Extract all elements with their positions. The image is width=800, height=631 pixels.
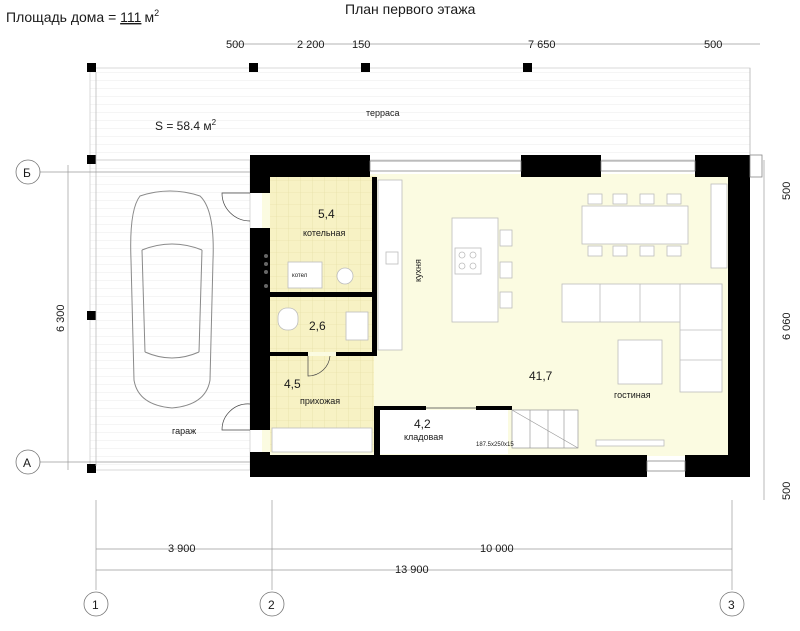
storage-area: 4,2 bbox=[414, 417, 431, 431]
dim-top-2: 2 200 bbox=[297, 39, 325, 51]
garage-deck bbox=[89, 159, 251, 471]
pillar bbox=[249, 63, 258, 72]
axis-markers bbox=[15, 159, 745, 617]
stairs-note: 187.5x250x15 bbox=[476, 442, 514, 448]
hall-area: 4,5 bbox=[284, 377, 301, 391]
dim-bottom-2: 10 000 bbox=[480, 543, 514, 555]
storage-label: кладовая bbox=[404, 432, 443, 442]
garage-label: гараж bbox=[172, 426, 196, 436]
doors bbox=[221, 192, 476, 431]
windows bbox=[369, 154, 763, 472]
heating-dots bbox=[264, 254, 268, 288]
dim-right-3: 500 bbox=[781, 482, 793, 500]
wc-area: 2,6 bbox=[309, 319, 326, 333]
axis-1: 1 bbox=[92, 598, 99, 612]
dim-top-5: 500 bbox=[704, 39, 722, 51]
dim-bottom-1: 3 900 bbox=[168, 543, 196, 555]
axis-a: А bbox=[23, 456, 31, 470]
dimension-lines bbox=[40, 43, 765, 590]
terrace-deck bbox=[89, 67, 751, 161]
axis-3: 3 bbox=[728, 598, 735, 612]
boiler-label: котел bbox=[292, 273, 308, 279]
dim-top-3: 150 bbox=[352, 39, 370, 51]
axis-2: 2 bbox=[268, 598, 275, 612]
living-area: 41,7 bbox=[529, 369, 553, 383]
furniture bbox=[271, 179, 728, 453]
dim-right-2: 6 060 bbox=[781, 312, 793, 340]
terrace-label: терраса bbox=[366, 108, 400, 118]
pillar bbox=[87, 311, 96, 320]
dim-top-4: 7 650 bbox=[528, 39, 556, 51]
pillar bbox=[87, 63, 96, 72]
kitchen-label: кухня bbox=[413, 259, 423, 282]
staircase bbox=[511, 409, 579, 449]
plan-title: План первого этажа bbox=[345, 1, 476, 17]
storage-floor bbox=[380, 410, 508, 454]
car-outline bbox=[130, 190, 214, 409]
hall-label: прихожая bbox=[300, 396, 340, 406]
dim-right-1: 500 bbox=[781, 182, 793, 200]
dim-left: 6 300 bbox=[55, 304, 67, 332]
dim-top-1: 500 bbox=[226, 39, 244, 51]
pillar bbox=[87, 464, 96, 473]
dim-bottom-total: 13 900 bbox=[395, 564, 429, 576]
walls bbox=[250, 155, 750, 477]
terrace-area: S = 58.4 м2 bbox=[155, 118, 217, 133]
pillar bbox=[523, 63, 532, 72]
living-label: гостиная bbox=[614, 390, 651, 400]
axis-b: Б bbox=[23, 166, 31, 180]
pillar bbox=[87, 155, 96, 164]
pillar bbox=[361, 63, 370, 72]
boiler-room-label: котельная bbox=[303, 228, 345, 238]
boiler-room-area: 5,4 bbox=[318, 207, 335, 221]
